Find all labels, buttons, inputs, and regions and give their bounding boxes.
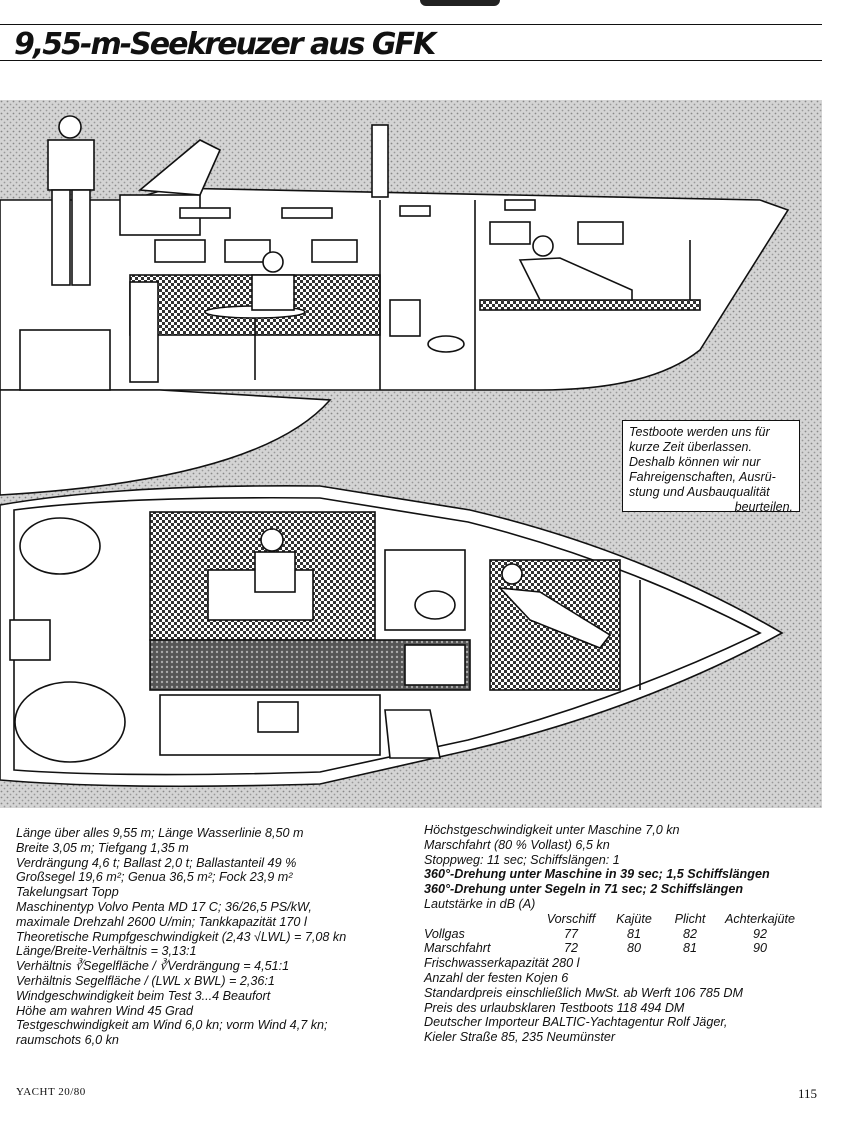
table-header-cell: Plicht bbox=[674, 911, 706, 926]
page-title: 9,55-m-Seekreuzer aus GFK bbox=[14, 27, 436, 62]
table-header-cell: Kajüte bbox=[616, 911, 652, 926]
spec-line: Länge über alles 9,55 m; Länge Wasserlin… bbox=[16, 826, 304, 840]
table-cell: 72 bbox=[563, 941, 578, 956]
noise-level-table: Vorschiff Kajüte Plicht Achterkajüte Vol… bbox=[424, 912, 802, 956]
side-section-view bbox=[0, 115, 790, 496]
table-cell: 80 bbox=[626, 941, 641, 956]
spec-line: Länge/Breite-Verhältnis = 3,13:1 bbox=[16, 944, 197, 959]
disclaimer-box: Testboote werden uns für kurze Zeit über… bbox=[622, 420, 800, 514]
table-header-cell: Achterkajüte bbox=[724, 911, 795, 926]
table-header-row: Vorschiff Kajüte Plicht Achterkajüte bbox=[424, 912, 802, 927]
spec-line: Frischwasserkapazität 280 l bbox=[424, 956, 580, 971]
spec-line: Maschinentyp Volvo Penta MD 17 C; 36/26,… bbox=[16, 899, 312, 914]
ink-blot bbox=[420, 0, 500, 6]
spec-line: Höhe am wahren Wind 45 Grad bbox=[16, 1003, 193, 1018]
spec-line: Lautstärke in dB (A) bbox=[424, 896, 536, 911]
specs-right-panel: Höchstgeschwindigkeit unter Maschine 7,0… bbox=[412, 815, 802, 1055]
header-rule-bottom bbox=[0, 60, 822, 61]
disclaimer-line: stung und Ausbauqualität bbox=[629, 485, 770, 499]
page-number: 115 bbox=[798, 1086, 818, 1101]
table-cell: 90 bbox=[752, 941, 767, 956]
table-cell: Vollgas bbox=[424, 926, 465, 941]
header-rule-top bbox=[0, 24, 822, 25]
spec-line: Marschfahrt (80 % Vollast) 6,5 kn bbox=[424, 837, 610, 852]
deck-plan-view bbox=[0, 485, 784, 788]
yacht-cutaway-illustration bbox=[0, 100, 822, 808]
disclaimer-line: beurteilen. bbox=[734, 500, 793, 514]
disclaimer-line: Testboote werden uns für bbox=[629, 425, 770, 439]
spec-line: Kieler Straße 85, 235 Neumünster bbox=[424, 1030, 616, 1045]
spec-line: Preis des urlaubsklaren Testboots 118 49… bbox=[424, 1000, 685, 1015]
spec-line: Breite 3,05 m; Tiefgang 1,35 m bbox=[16, 840, 189, 855]
specs-left-panel: Länge über alles 9,55 m; Länge Wasserlin… bbox=[8, 818, 394, 1056]
spec-line: Stoppweg: 11 sec; Schiffslängen: 1 bbox=[424, 852, 620, 867]
spec-line: Großsegel 19,6 m²; Genua 36,5 m²; Fock 2… bbox=[16, 870, 293, 885]
table-row: Marschfahrt 72 80 81 90 bbox=[424, 941, 802, 956]
spec-line: Theoretische Rumpfgeschwindigkeit (2,43 … bbox=[16, 929, 347, 944]
table-cell: 81 bbox=[626, 926, 641, 941]
table-cell: Marschfahrt bbox=[424, 941, 491, 956]
spec-line-bold: 360°-Drehung unter Maschine in 39 sec; 1… bbox=[424, 867, 770, 882]
table-cell: 77 bbox=[563, 926, 578, 941]
table-cell: 92 bbox=[752, 926, 767, 941]
spec-line: Verdrängung 4,6 t; Ballast 2,0 t; Ballas… bbox=[16, 855, 297, 870]
spec-line: Testgeschwindigkeit am Wind 6,0 kn; vorm… bbox=[16, 1018, 328, 1033]
spec-line: Standardpreis einschließlich MwSt. ab We… bbox=[424, 985, 743, 1000]
spec-line: Verhältnis Segelfläche / (LWL x BWL) = 2… bbox=[16, 973, 275, 988]
table-cell: 82 bbox=[682, 926, 697, 941]
spec-line: raumschots 6,0 kn bbox=[16, 1033, 119, 1048]
table-header-cell bbox=[424, 912, 536, 927]
spec-line: Takelungsart Topp bbox=[16, 885, 119, 900]
disclaimer-line: Fahreigenschaften, Ausrü- bbox=[629, 470, 776, 484]
table-cell: 81 bbox=[682, 941, 697, 956]
disclaimer-line: kurze Zeit überlassen. bbox=[629, 440, 752, 454]
spec-line: maximale Drehzahl 2600 U/min; Tankkapazi… bbox=[16, 914, 307, 929]
spec-line: Höchstgeschwindigkeit unter Maschine 7,0… bbox=[424, 823, 680, 837]
disclaimer-line: Deshalb können wir nur bbox=[629, 455, 761, 469]
spec-line: Deutscher Importeur BALTIC-Yachtagentur … bbox=[424, 1015, 728, 1030]
table-row: Vollgas 77 81 82 92 bbox=[424, 927, 802, 942]
magazine-issue: YACHT 20/80 bbox=[16, 1086, 86, 1098]
table-header-cell: Vorschiff bbox=[546, 911, 596, 926]
spec-line-bold: 360°-Drehung unter Segeln in 71 sec; 2 S… bbox=[424, 882, 744, 897]
spec-line: Windgeschwindigkeit beim Test 3...4 Beau… bbox=[16, 988, 271, 1003]
spec-line: Verhältnis ∛Segelfläche / ∛Verdrängung =… bbox=[16, 959, 290, 974]
spec-line: Anzahl der festen Kojen 6 bbox=[424, 970, 569, 985]
